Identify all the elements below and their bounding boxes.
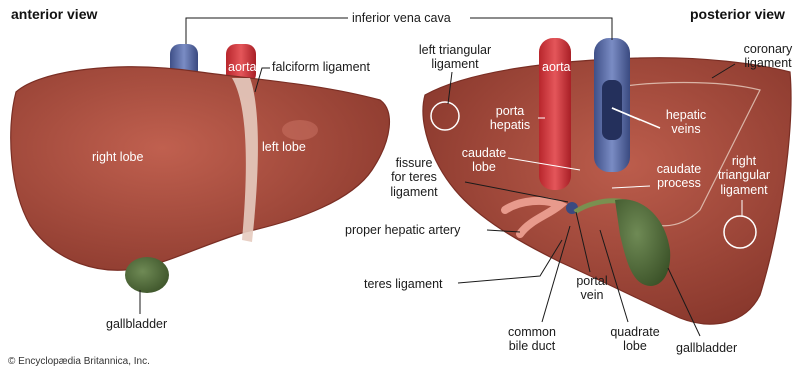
aorta-label-posterior: aorta <box>542 60 571 74</box>
ivc-label: inferior vena cava <box>352 11 451 25</box>
left-triangular-line-1: left triangular <box>405 43 505 57</box>
quadrate-line-1: quadrate <box>604 325 666 339</box>
hepatic-veins-label: hepatic veins <box>658 108 714 137</box>
caudate-lobe-line-2: lobe <box>456 160 512 174</box>
fissure-label: fissure for teres ligament <box>384 156 444 199</box>
portal-vein-line-2: vein <box>570 288 614 302</box>
caudate-process-line-1: caudate <box>650 162 708 176</box>
falciform-label: falciform ligament <box>272 60 370 74</box>
common-bile-duct-label: common bile duct <box>500 325 564 354</box>
gallbladder-anterior <box>125 257 169 293</box>
portal-vein-label: portal vein <box>570 274 614 303</box>
liver-anterior-shape <box>11 67 390 270</box>
porta-hepatis-label: porta hepatis <box>482 104 538 133</box>
fissure-line-1: fissure <box>384 156 444 170</box>
hepatic-veins-line-2: veins <box>658 122 714 136</box>
ivc-leader-right <box>470 18 612 40</box>
right-triangular-label: right triangular ligament <box>712 154 776 197</box>
anterior-view-heading: anterior view <box>11 6 97 22</box>
teres-label: teres ligament <box>364 277 443 291</box>
quadrate-line-2: lobe <box>604 339 666 353</box>
aorta-label-anterior: aorta <box>228 60 257 74</box>
caudate-process-line-2: process <box>650 176 708 190</box>
ivc-leader <box>186 18 348 44</box>
bile-duct-line-1: common <box>500 325 564 339</box>
gallbladder-anterior-label: gallbladder <box>106 317 167 331</box>
left-triangular-label: left triangular ligament <box>405 43 505 72</box>
porta-hepatis-line-1: porta <box>482 104 538 118</box>
portal-vein-line-1: portal <box>570 274 614 288</box>
right-triangular-line-3: ligament <box>712 183 776 197</box>
right-triangular-line-1: right <box>712 154 776 168</box>
quadrate-lobe-label: quadrate lobe <box>604 325 666 354</box>
right-lobe-label: right lobe <box>92 150 143 164</box>
posterior-view-heading: posterior view <box>690 6 785 22</box>
ivc-cut-opening <box>602 80 622 140</box>
bile-duct-line-2: bile duct <box>500 339 564 353</box>
teres-leader-left <box>246 242 362 283</box>
right-triangular-line-2: triangular <box>712 168 776 182</box>
coronary-line-1: coronary <box>738 42 798 56</box>
caudate-lobe-label: caudate lobe <box>456 146 512 175</box>
anterior-liver <box>11 44 390 293</box>
coronary-line-2: ligament <box>738 56 798 70</box>
fissure-line-2: for teres <box>384 170 444 184</box>
caudate-process-label: caudate process <box>650 162 708 191</box>
coronary-ligament-label: coronary ligament <box>738 42 798 71</box>
gallbladder-posterior-label: gallbladder <box>676 341 737 355</box>
porta-hepatis-line-2: hepatis <box>482 118 538 132</box>
left-triangular-line-2: ligament <box>405 57 505 71</box>
copyright-credit: © Encyclopædia Britannica, Inc. <box>8 356 150 368</box>
caudate-lobe-line-1: caudate <box>456 146 512 160</box>
fissure-line-3: ligament <box>384 185 444 199</box>
left-lobe-label: left lobe <box>262 140 306 154</box>
hepatic-veins-line-1: hepatic <box>658 108 714 122</box>
liver-highlight-anterior <box>282 120 318 140</box>
proper-hepatic-artery-label: proper hepatic artery <box>345 223 460 237</box>
